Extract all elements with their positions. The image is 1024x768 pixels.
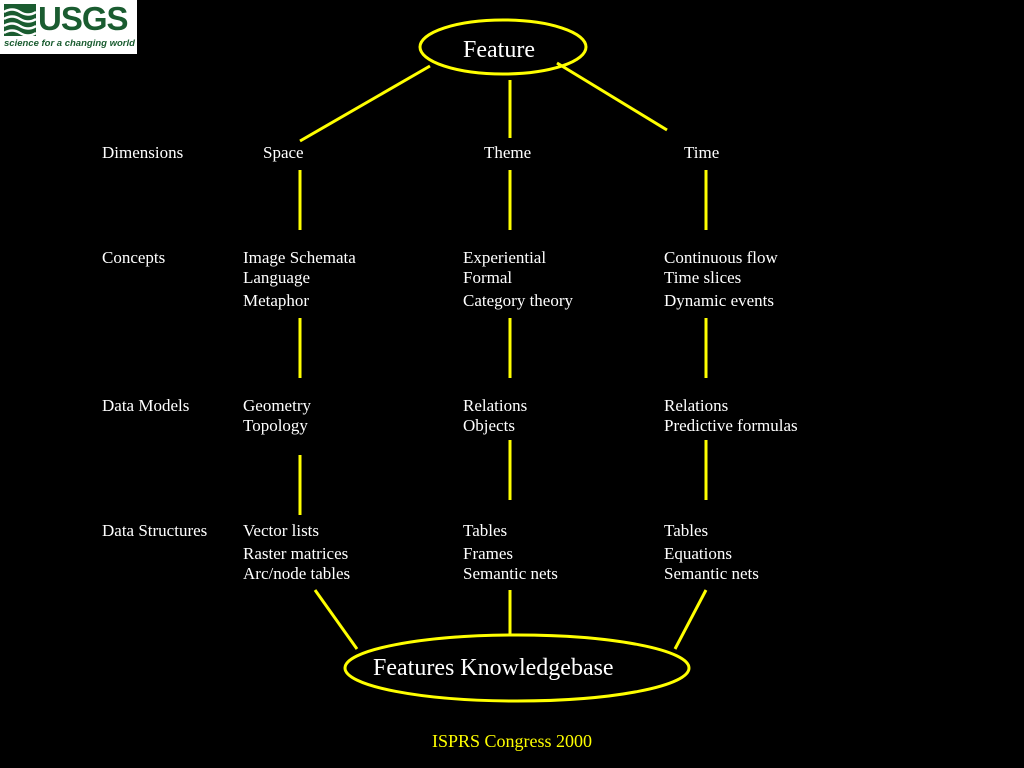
time-data-structure-item: Equations bbox=[664, 544, 732, 563]
column-header-theme: Theme bbox=[484, 143, 532, 162]
theme-data-model-item: Objects bbox=[463, 416, 515, 435]
space-concept-item: Image Schemata bbox=[243, 248, 356, 267]
connector-feature-space bbox=[299, 64, 431, 143]
time-data-structure-item: Tables bbox=[664, 521, 709, 540]
row-label-data-structures: Data Structures bbox=[102, 521, 208, 540]
row-label-dimensions: Dimensions bbox=[102, 143, 184, 162]
theme-concept-item: Category theory bbox=[463, 291, 573, 310]
column-header-space: Space bbox=[263, 143, 304, 162]
row-label-concepts: Concepts bbox=[102, 248, 166, 267]
time-concept-item: Continuous flow bbox=[664, 248, 778, 267]
usgs-wave-icon bbox=[4, 4, 36, 36]
space-data-structure-item: Vector lists bbox=[243, 521, 320, 540]
connector-space-kb bbox=[313, 589, 359, 650]
connector-time-kb bbox=[673, 589, 708, 650]
space-concept-item: Metaphor bbox=[243, 291, 310, 310]
footer-caption: ISPRS Congress 2000 bbox=[431, 731, 593, 751]
space-data-model-item: Topology bbox=[243, 416, 308, 435]
theme-data-structure-item: Frames bbox=[463, 544, 514, 563]
time-data-model-item: Predictive formulas bbox=[664, 416, 798, 435]
theme-data-structure-item: Semantic nets bbox=[463, 564, 558, 583]
theme-data-structure-item: Tables bbox=[463, 521, 508, 540]
theme-concept-item: Experiential bbox=[463, 248, 547, 267]
space-concept-item: Language bbox=[243, 268, 311, 287]
column-header-time: Time bbox=[684, 143, 720, 162]
theme-data-model-item: Relations bbox=[463, 396, 528, 415]
space-data-structure-item: Arc/node tables bbox=[243, 564, 351, 583]
usgs-logo: USGS science for a changing world bbox=[0, 0, 137, 54]
time-data-structure-item: Semantic nets bbox=[664, 564, 759, 583]
connector-feature-time bbox=[556, 61, 668, 132]
feature-oval bbox=[418, 18, 588, 76]
logo-tagline: science for a changing world bbox=[4, 38, 135, 49]
space-data-model-item: Geometry bbox=[243, 396, 311, 415]
row-label-data-models: Data Models bbox=[102, 396, 190, 415]
knowledgebase-oval bbox=[343, 633, 691, 703]
time-concept-item: Dynamic events bbox=[664, 291, 774, 310]
feature-node-label: Feature bbox=[463, 37, 535, 63]
time-data-model-item: Relations bbox=[664, 396, 729, 415]
knowledgebase-node-label: Features Knowledgebase bbox=[373, 655, 614, 681]
time-concept-item: Time slices bbox=[664, 268, 742, 287]
space-data-structure-item: Raster matrices bbox=[243, 544, 349, 563]
logo-name: USGS bbox=[38, 0, 129, 37]
theme-concept-item: Formal bbox=[463, 268, 513, 287]
